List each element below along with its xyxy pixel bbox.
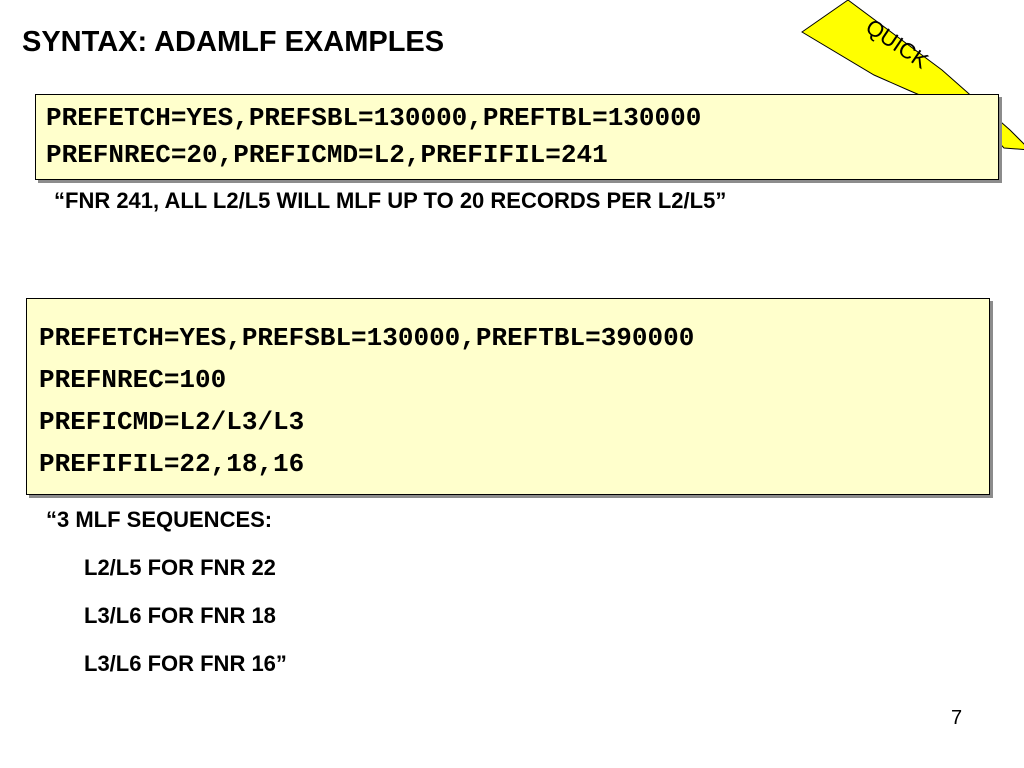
example-2-line-4: PREFIFIL=22,18,16 xyxy=(39,449,305,479)
example-1-line-1: PREFETCH=YES,PREFSBL=130000,PREFTBL=1300… xyxy=(46,103,702,133)
example-2-line-2: PREFNREC=100 xyxy=(39,365,227,395)
example-2-caption-item-3: L3/L6 FOR FNR 16” xyxy=(84,651,287,676)
example-1-caption: “FNR 241, ALL L2/L5 WILL MLF UP TO 20 RE… xyxy=(54,188,727,213)
example-2-caption-item-2: L3/L6 FOR FNR 18 xyxy=(84,603,276,628)
example-2-caption-item-1: L2/L5 FOR FNR 22 xyxy=(84,555,276,580)
example-2-line-1: PREFETCH=YES,PREFSBL=130000,PREFTBL=3900… xyxy=(39,323,695,353)
example-2-code-box: PREFETCH=YES,PREFSBL=130000,PREFTBL=3900… xyxy=(26,298,990,495)
example-2-caption: “3 MLF SEQUENCES: L2/L5 FOR FNR 22 L3/L6… xyxy=(46,506,287,698)
slide-title: SYNTAX: ADAMLF EXAMPLES xyxy=(22,26,445,58)
example-2-line-3: PREFICMD=L2/L3/L3 xyxy=(39,407,305,437)
page-number: 7 xyxy=(951,707,963,729)
example-1-code-box: PREFETCH=YES,PREFSBL=130000,PREFTBL=1300… xyxy=(35,94,999,180)
example-2-caption-heading: “3 MLF SEQUENCES: xyxy=(46,507,273,532)
example-1-line-2: PREFNREC=20,PREFICMD=L2,PREFIFIL=241 xyxy=(46,140,608,170)
